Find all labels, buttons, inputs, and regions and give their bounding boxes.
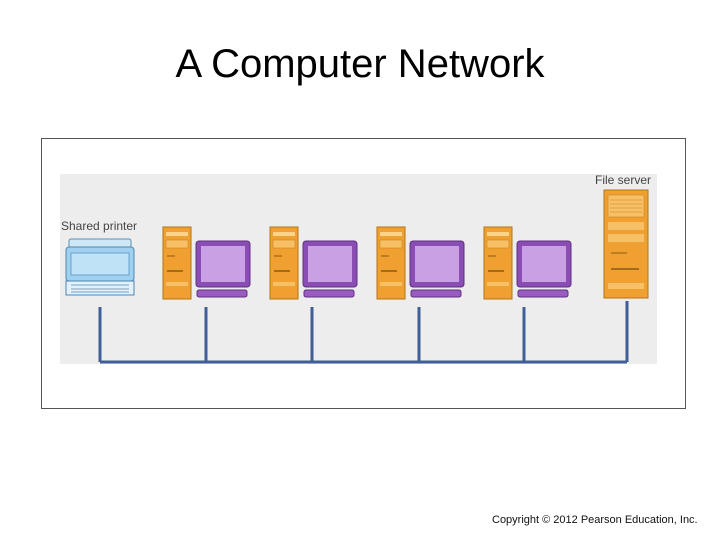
workstation-1 — [162, 226, 251, 300]
tower-icon — [483, 226, 513, 300]
monitor-icon — [409, 240, 465, 298]
printer-icon — [65, 238, 135, 296]
network-cable — [98, 301, 629, 364]
workstation-3 — [376, 226, 465, 300]
file-server-label: File server — [595, 173, 652, 187]
monitor-icon — [516, 240, 572, 298]
workstation-4 — [483, 226, 572, 300]
copyright-notice: Copyright © 2012 Pearson Education, Inc. — [492, 514, 698, 526]
monitor-icon — [302, 240, 358, 298]
tower-icon — [162, 226, 192, 300]
monitor-icon — [195, 240, 251, 298]
tower-icon — [376, 226, 406, 300]
page-title: A Computer Network — [175, 42, 545, 86]
file-server-icon — [603, 189, 649, 299]
network-diagram: Shared printer File server — [41, 138, 686, 409]
tower-icon — [269, 226, 299, 300]
workstation-2 — [269, 226, 358, 300]
shared-printer-label: Shared printer — [61, 219, 138, 233]
